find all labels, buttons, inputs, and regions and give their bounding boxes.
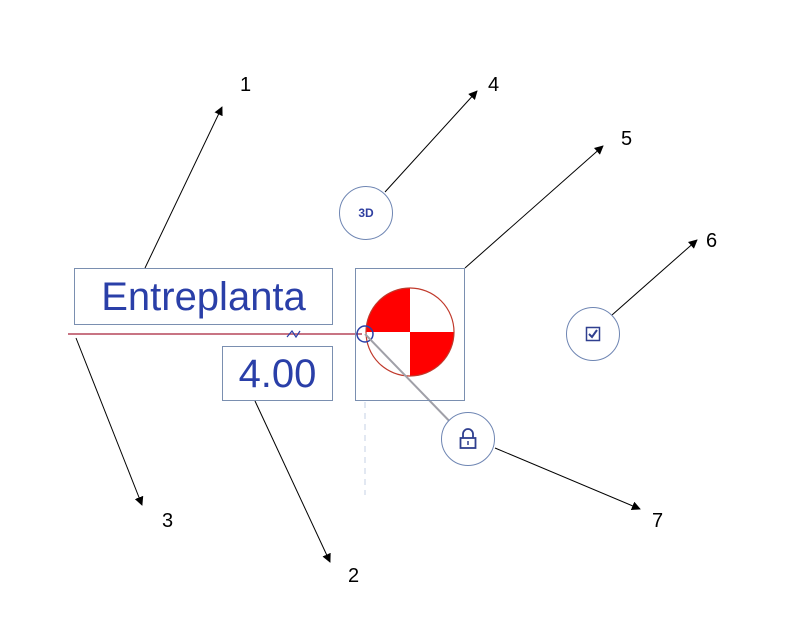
callout-number-5: 5 — [621, 128, 633, 150]
callout-arrow-6 — [611, 239, 698, 316]
lock-alignment-button[interactable] — [441, 412, 495, 466]
drag-handle[interactable] — [356, 325, 374, 343]
show-bubble-checkbox[interactable] — [566, 307, 620, 361]
toggle-3d-label: 3D — [358, 206, 374, 220]
callout-arrow-7 — [494, 447, 641, 511]
callout-number-3: 3 — [162, 510, 174, 532]
level-head-marker[interactable] — [365, 287, 455, 377]
level-head-box — [355, 268, 465, 401]
level-name-label[interactable]: Entreplanta — [74, 268, 333, 325]
elevation-value[interactable]: 4.00 — [222, 346, 333, 401]
lock-icon — [459, 428, 477, 449]
callout-arrow-2 — [254, 400, 331, 563]
callout-number-7: 7 — [652, 510, 664, 532]
callout-arrow-4 — [384, 90, 478, 193]
callout-number-4: 4 — [488, 74, 500, 96]
alignment-line — [364, 333, 459, 431]
break-symbol[interactable] — [286, 329, 301, 339]
callout-number-2: 2 — [348, 565, 360, 587]
callout-number-1: 1 — [240, 74, 252, 96]
callout-arrow-3 — [75, 337, 144, 506]
checkbox-icon — [585, 326, 601, 342]
callout-arrow-5 — [464, 145, 604, 269]
callout-number-6: 6 — [706, 230, 718, 252]
toggle-3d-button[interactable]: 3D — [339, 186, 393, 240]
callout-arrow-1 — [144, 106, 223, 269]
